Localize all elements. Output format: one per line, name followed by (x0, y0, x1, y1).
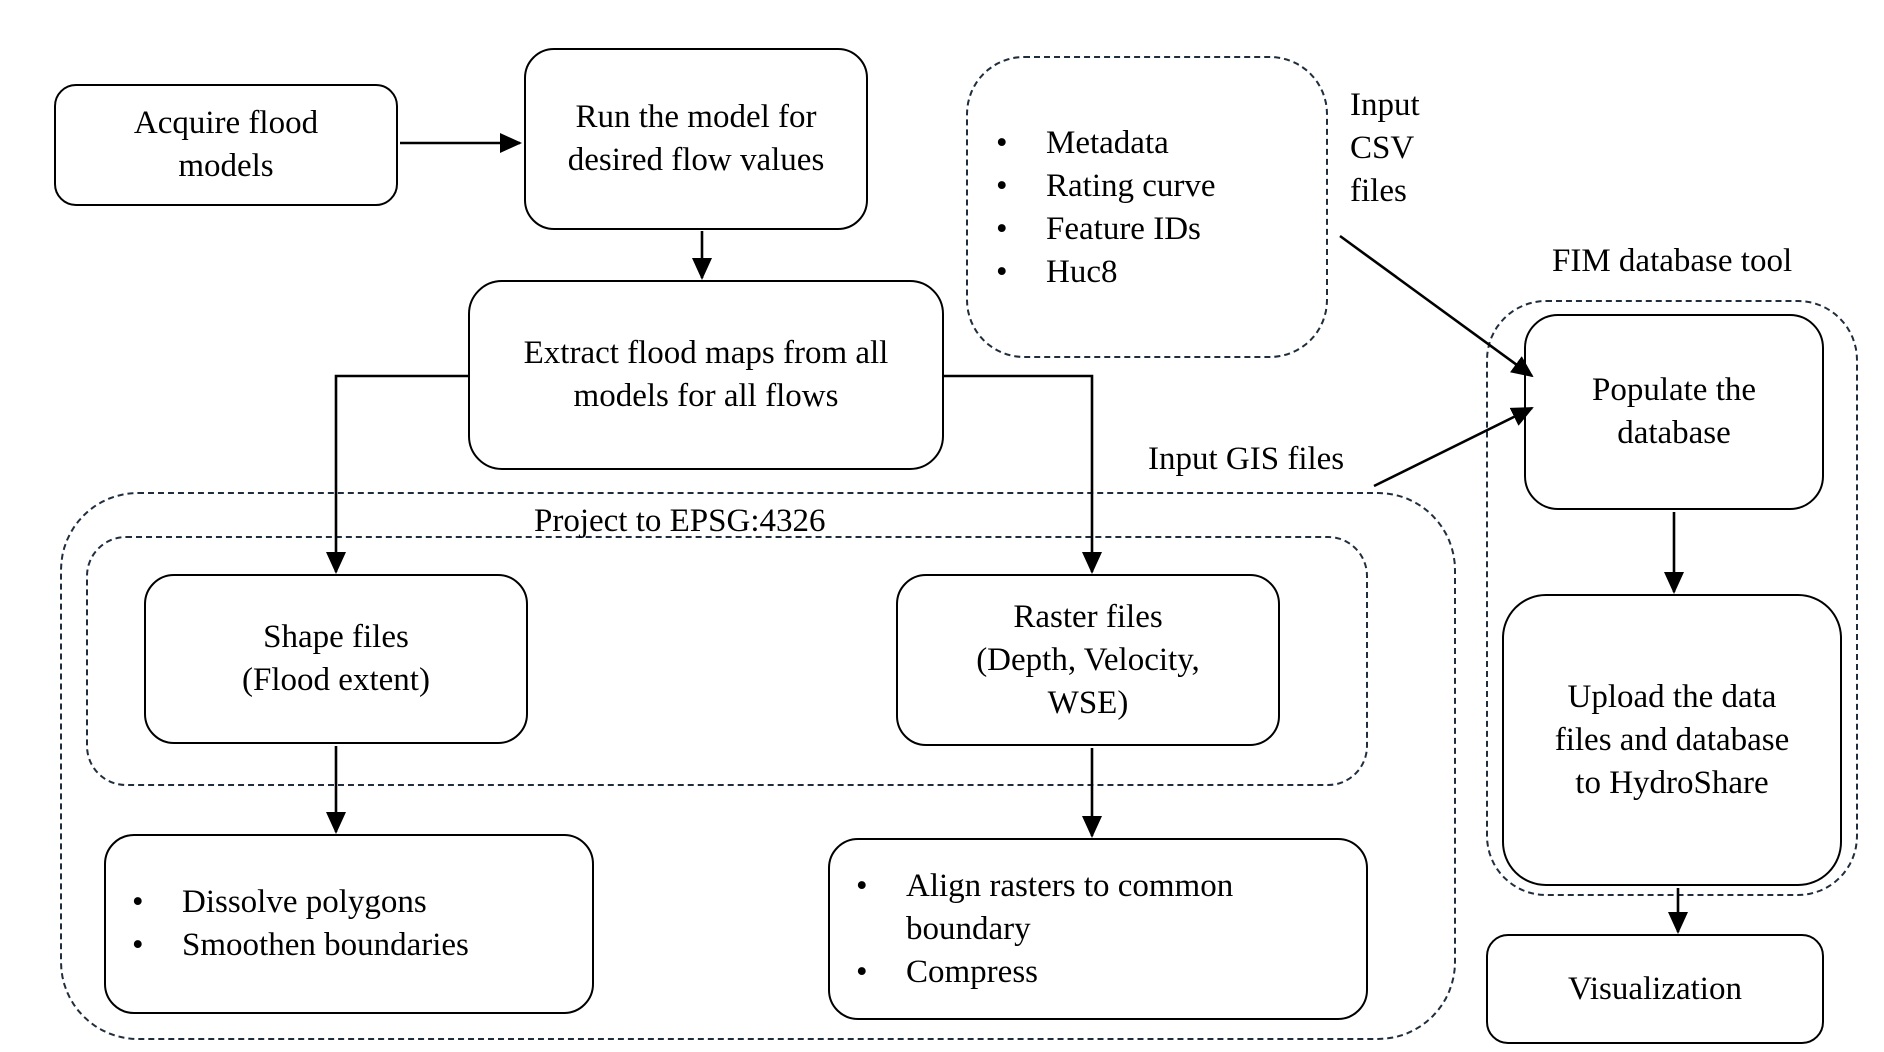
shape-files-node: Shape files (Flood extent) (144, 574, 528, 744)
projection-group (86, 536, 1368, 786)
project-epsg-label: Project to EPSG:4326 (534, 503, 826, 539)
input-gis-label: Input GIS files (1148, 441, 1345, 477)
shape-processing-list: Dissolve polygons Smoothen boundaries (106, 881, 469, 967)
shape-step-item: Smoothen boundaries (106, 924, 469, 967)
fim-database-tool-group (1486, 300, 1858, 896)
acquire-flood-models-node: Acquire flood models (54, 84, 398, 206)
populate-database-text: Populate the database (1591, 372, 1757, 451)
extract-flood-maps-text: Extract flood maps from all models for a… (523, 335, 889, 414)
acquire-flood-models-text: Acquire flood models (133, 105, 319, 184)
csv-input-item: Metadata (970, 122, 1310, 165)
upload-hydroshare-text: Upload the data files and database to Hy… (1554, 678, 1790, 801)
run-model-node: Run the model for desired flow values (524, 48, 868, 230)
gis-processing-group (60, 492, 1456, 1040)
fim-database-tool-label: FIM database tool (1552, 243, 1793, 279)
raster-step-item: Align rasters to common boundary (830, 865, 1270, 951)
run-model-text: Run the model for desired flow values (567, 99, 825, 178)
raster-files-node: Raster files (Depth, Velocity, WSE) (896, 574, 1280, 746)
csv-input-list: Metadata Rating curve Feature IDs Huc8 (970, 122, 1310, 294)
shape-step-item: Dissolve polygons (106, 881, 469, 924)
raster-files-text: Raster files (Depth, Velocity, WSE) (976, 598, 1200, 721)
visualization-node: Visualization (1486, 934, 1824, 1044)
populate-database-node: Populate the database (1524, 314, 1824, 510)
raster-processing-list: Align rasters to common boundary Compres… (830, 865, 1270, 994)
raster-step-item: Compress (830, 951, 1270, 994)
csv-input-item: Rating curve (970, 165, 1310, 208)
upload-hydroshare-node: Upload the data files and database to Hy… (1502, 594, 1842, 886)
csv-input-group (966, 56, 1328, 358)
csv-input-item: Huc8 (970, 251, 1310, 294)
csv-input-item: Feature IDs (970, 208, 1310, 251)
raster-processing-node: Align rasters to common boundary Compres… (828, 838, 1368, 1020)
visualization-text: Visualization (1568, 970, 1742, 1007)
extract-flood-maps-node: Extract flood maps from all models for a… (468, 280, 944, 470)
input-csv-label: Input CSV files (1350, 87, 1420, 209)
shape-processing-node: Dissolve polygons Smoothen boundaries (104, 834, 594, 1014)
shape-files-text: Shape files (Flood extent) (242, 619, 430, 698)
